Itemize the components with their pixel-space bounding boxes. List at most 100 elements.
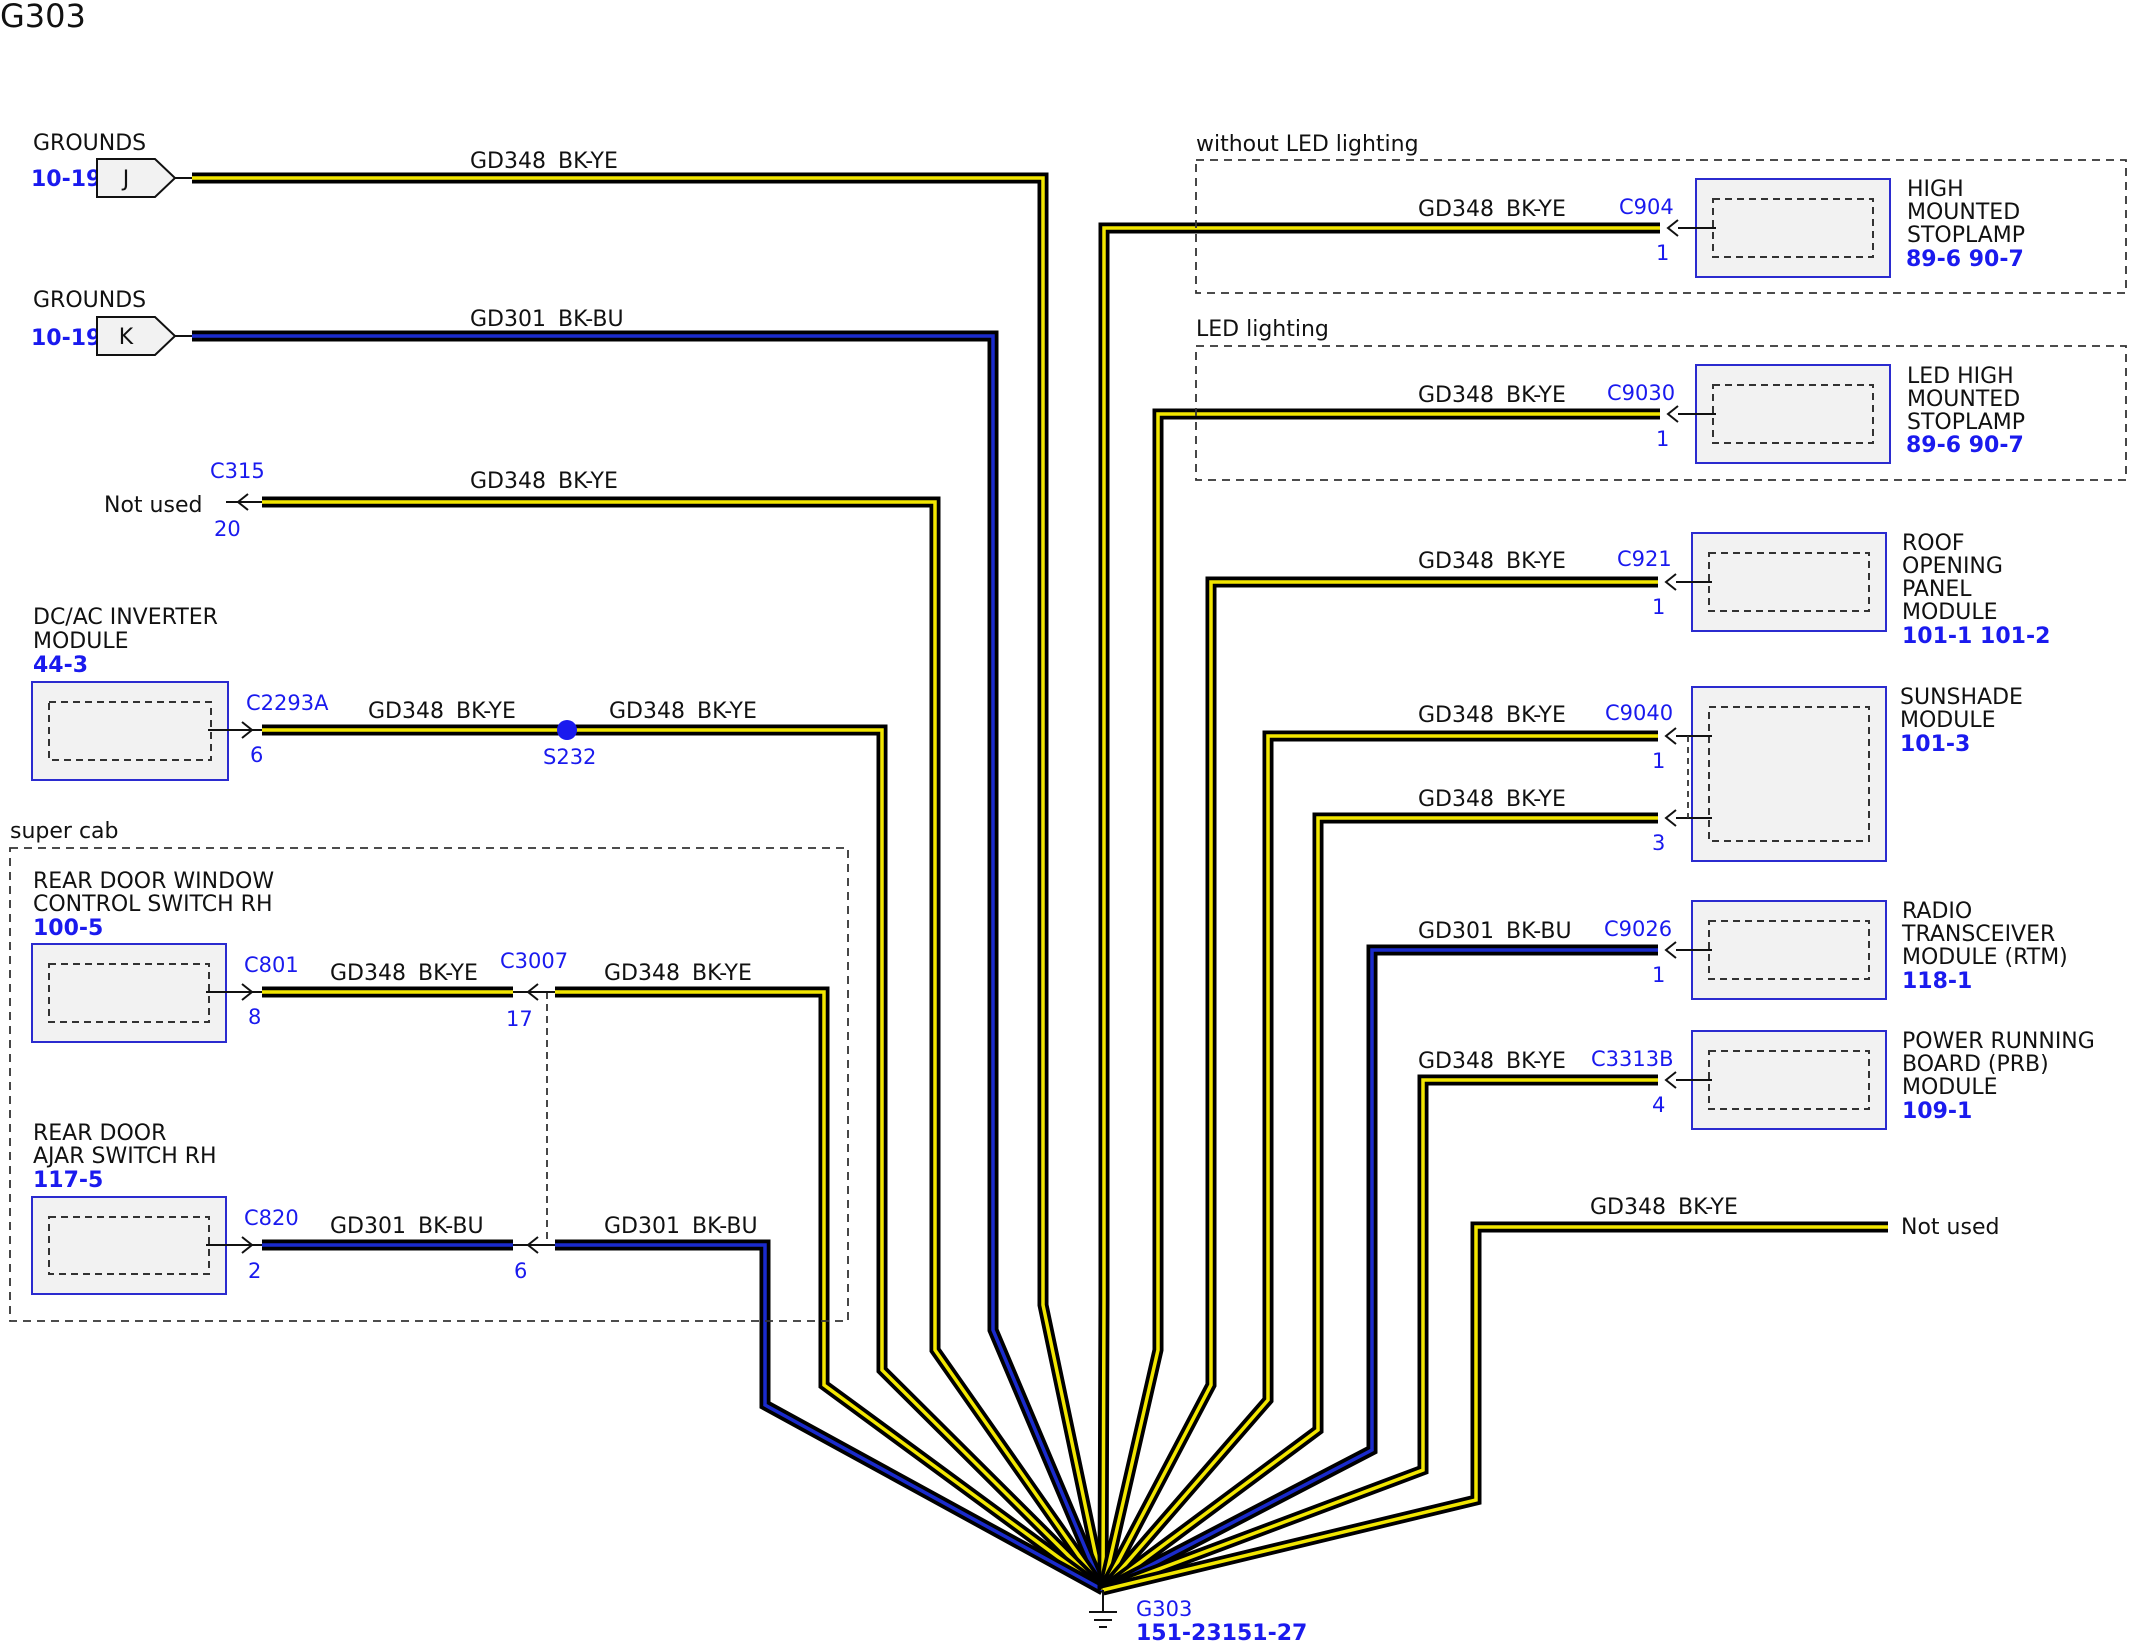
window-switch-ref: 100-5 xyxy=(33,916,103,941)
wire-c3313b xyxy=(1101,1074,1658,1596)
without-led-group xyxy=(1195,159,2127,294)
c904-label: C904 xyxy=(1619,195,1674,219)
c9030-pin: 1 xyxy=(1656,427,1669,451)
hmsl-name-2: MOUNTED xyxy=(1907,200,2020,225)
c9040-3-arrow-icon xyxy=(1664,809,1677,827)
wire-harness xyxy=(192,172,1888,1596)
splice-dot-icon xyxy=(557,720,577,740)
inverter-name-1: DC/AC INVERTER xyxy=(33,605,218,630)
ground-symbol-icon xyxy=(1089,1590,1117,1628)
wire-c3007-17 xyxy=(555,986,1107,1595)
wire-label-c921-code: GD348 xyxy=(1418,549,1494,574)
right-not-used: Not used xyxy=(1901,1215,1999,1240)
rtm-name-2: TRANSCEIVER xyxy=(1901,922,2055,947)
c820-label: C820 xyxy=(244,1206,299,1230)
grounds-k-connector xyxy=(96,316,192,356)
rtm-name-3: MODULE (RTM) xyxy=(1902,945,2068,970)
led-hmsl-name-1: LED HIGH xyxy=(1907,364,2014,389)
super-cab-label: super cab xyxy=(10,819,119,844)
wire-label-s232-color: BK-YE xyxy=(697,699,757,724)
wire-label-c9026-color: BK-BU xyxy=(1506,919,1572,944)
sunshade-component xyxy=(1691,686,1887,862)
wire-label-c3313b-code: GD348 xyxy=(1418,1049,1494,1074)
c3007-label: C3007 xyxy=(500,949,568,973)
wire-label-c315-code: GD348 xyxy=(470,469,546,494)
inverter-module xyxy=(31,681,229,781)
c9026-arrow-icon xyxy=(1664,941,1677,959)
grounds-k-label: GROUNDS xyxy=(33,288,146,313)
led-hmsl-ref: 89-6 90-7 xyxy=(1906,433,2024,458)
c9040-pin-1: 1 xyxy=(1652,749,1665,773)
inverter-arrow-icon xyxy=(241,721,254,739)
super-cab-group xyxy=(9,847,849,1322)
without-led-label: without LED lighting xyxy=(1196,132,1419,157)
wire-label-s232-code: GD348 xyxy=(609,699,685,724)
prb-ref: 109-1 xyxy=(1902,1099,1972,1124)
flag-pin-label: K xyxy=(119,325,134,350)
prb-name-1: POWER RUNNING xyxy=(1902,1029,2095,1054)
c3313b-pin: 4 xyxy=(1652,1093,1665,1117)
wire-label-c820-code: GD301 xyxy=(330,1214,406,1239)
c921-arrow-icon xyxy=(1664,573,1677,591)
wire-label-c3313b-color: BK-YE xyxy=(1506,1049,1566,1074)
wire-label-c921-color: BK-YE xyxy=(1506,549,1566,574)
page-title: G303 xyxy=(0,0,86,35)
roof-ref: 101-1 101-2 xyxy=(1902,624,2050,649)
wire-label-c9026-code: GD301 xyxy=(1418,919,1494,944)
ajar-switch-component xyxy=(31,1196,227,1295)
wire-label-c820-color: BK-BU xyxy=(418,1214,484,1239)
ajar-switch-ref: 117-5 xyxy=(33,1168,103,1193)
wire-c921 xyxy=(1098,576,1658,1593)
c921-component xyxy=(1691,532,1887,632)
hmsl-name-3: STOPLAMP xyxy=(1907,223,2025,248)
led-hmsl-name-3: STOPLAMP xyxy=(1907,410,2025,435)
c3313b-component xyxy=(1691,1030,1887,1130)
ground-ref: 151-23151-27 xyxy=(1136,1621,1307,1643)
wire-c904 xyxy=(1097,222,1660,1591)
wire-c3007-6 xyxy=(555,1239,1106,1595)
c904-component xyxy=(1695,178,1891,278)
window-switch-name-2: CONTROL SWITCH RH xyxy=(33,892,273,917)
wire-label-c315-color: BK-YE xyxy=(558,469,618,494)
wire-label-c801-color: BK-YE xyxy=(418,961,478,986)
c2293a-pin: 6 xyxy=(250,743,263,767)
c801-pin: 8 xyxy=(248,1005,261,1029)
wire-label-c801-code: GD348 xyxy=(330,961,406,986)
roof-name-1: ROOF xyxy=(1902,531,1965,556)
sunshade-name-2: MODULE xyxy=(1900,708,1996,733)
c801-label: C801 xyxy=(244,953,299,977)
c820-arrow-icon xyxy=(241,1236,254,1254)
wire-label-c2293a-code: GD348 xyxy=(368,699,444,724)
grounds-k-ref: 10-19 xyxy=(31,326,101,351)
c3007-6-arrow-icon xyxy=(526,1236,539,1254)
grounds-j-label: GROUNDS xyxy=(33,131,146,156)
c9026-component xyxy=(1691,900,1887,1000)
window-switch-component xyxy=(31,943,227,1043)
wire-label-k-code: GD301 xyxy=(470,307,546,332)
c3007-pin-6: 6 xyxy=(514,1259,527,1283)
rtm-ref: 118-1 xyxy=(1902,969,1972,994)
wire-c9040-1 xyxy=(1098,730,1658,1594)
wire-grounds-j xyxy=(192,172,1109,1592)
sunshade-name-1: SUNSHADE xyxy=(1900,685,2023,710)
wire-label-c904-color: BK-YE xyxy=(1506,197,1566,222)
wire-label-k-color: BK-BU xyxy=(558,307,624,332)
wire-grounds-k xyxy=(192,330,1109,1593)
c3007-pin-17: 17 xyxy=(506,1007,533,1031)
wire-label-c3007-6-color: BK-BU xyxy=(692,1214,758,1239)
c820-pin: 2 xyxy=(248,1259,261,1283)
wire-c9026 xyxy=(1100,944,1658,1595)
window-switch-name-1: REAR DOOR WINDOW xyxy=(33,869,274,894)
s232-label: S232 xyxy=(543,745,596,769)
wire-label-c3007-17-color: BK-YE xyxy=(692,961,752,986)
c3007-17-arrow-icon xyxy=(526,983,539,1001)
c315-connector-label: C315 xyxy=(210,459,265,483)
wire-c9040-3 xyxy=(1099,812,1658,1595)
ground-name: G303 xyxy=(1136,1597,1192,1621)
c9030-component xyxy=(1695,364,1891,464)
wire-label-c2293a-color: BK-YE xyxy=(456,699,516,724)
rtm-name-1: RADIO xyxy=(1902,899,1972,924)
ajar-switch-name-2: AJAR SWITCH RH xyxy=(33,1144,217,1169)
wire-not-used-right xyxy=(1101,1221,1888,1596)
